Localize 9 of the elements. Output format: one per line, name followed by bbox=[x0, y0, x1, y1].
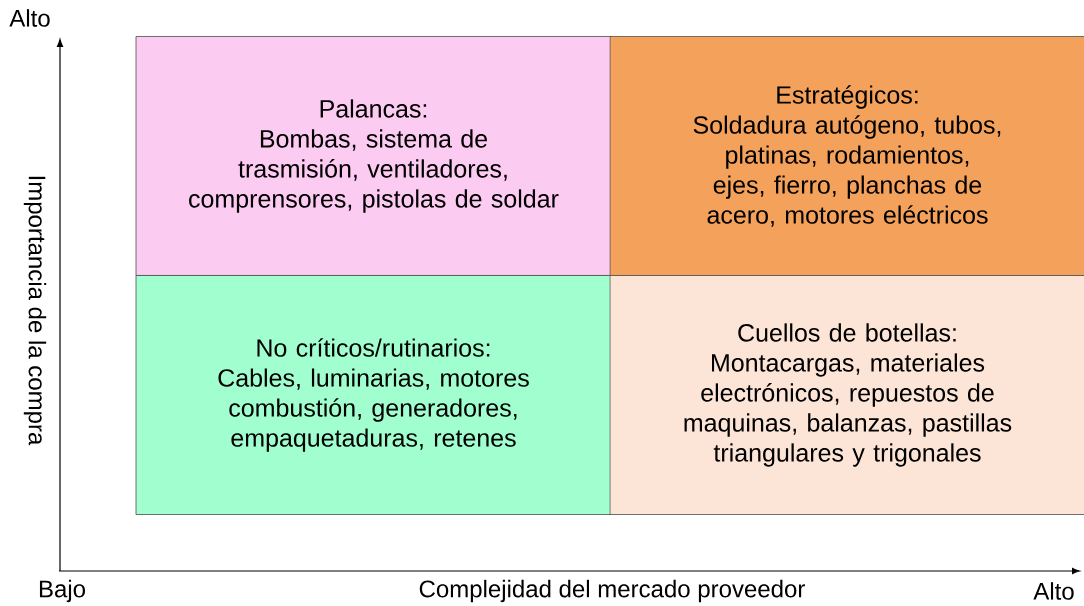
axis-title: Importancia de la compra bbox=[23, 176, 47, 446]
quadrant-box: Palancas: Bombas, sistema de trasmisión, ventiladores, comprensores, pistolas de soldar bbox=[135, 36, 612, 276]
quadrant-box: Cuellos de botellas: Montacargas, materiales electrónicos, repuestos de maquinas, balanzas, pastillas triangulares y trigonales bbox=[609, 275, 1084, 515]
axis-label: Alto bbox=[1033, 582, 1074, 600]
quadrant-box: Estratégicos: Soldadura autógeno, tubos, platinas, rodamientos, ejes, fierro, planchas de acero, motores eléctricos bbox=[609, 36, 1084, 276]
axis-title: Complejidad del mercado proveedor bbox=[419, 579, 805, 603]
axis-label: Bajo bbox=[39, 579, 85, 603]
quadrant-box: No críticos/rutinarios: Cables, luminarias, motores combustión, generadores, empaquetaduras, retenes bbox=[135, 275, 612, 515]
axis-label: Alto bbox=[9, 9, 50, 27]
